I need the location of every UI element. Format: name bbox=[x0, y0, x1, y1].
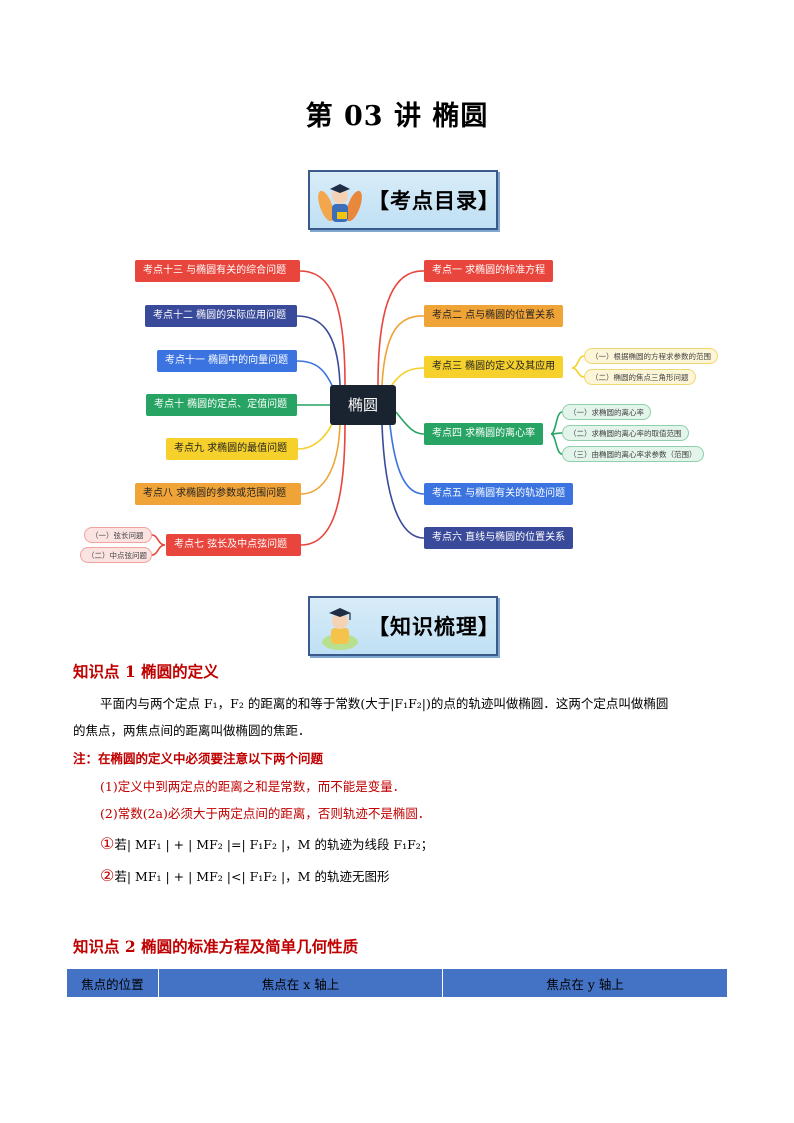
mindmap-sub-4-3: （三）由椭圆的离心率求参数（范围） bbox=[562, 446, 704, 462]
mindmap-center-node: 椭圆 bbox=[330, 385, 396, 425]
mindmap-node-topic-8: 考点八 求椭圆的参数或范围问题 bbox=[135, 483, 301, 505]
toc-banner: 【考点目录】 bbox=[308, 170, 500, 230]
section1-item1: (1)定义中到两定点的距离之和是常数，而不能是变量． bbox=[100, 779, 406, 794]
mindmap-node-topic-4: 考点四 求椭圆的离心率 bbox=[424, 423, 544, 445]
student-illustration-icon bbox=[318, 184, 362, 222]
page-title: 第 03 讲 椭圆 bbox=[305, 101, 489, 132]
table-header-cell: 焦点在 x 轴上 bbox=[157, 968, 444, 998]
knowledge-banner: 【知识梳理】 bbox=[308, 596, 500, 656]
case1-text: 若| MF₁ | + | MF₂ |=| F₁F₂ |，M 的轨迹为线段 F₁F… bbox=[114, 837, 434, 852]
section1-heading: 知识点 1 椭圆的定义 bbox=[73, 662, 219, 681]
mindmap-sub-4-1: （一）求椭圆的离心率 bbox=[562, 404, 651, 420]
mindmap-sub-7-1: （一）弦长问题 bbox=[84, 527, 152, 543]
mindmap-node-topic-3: 考点三 椭圆的定义及其应用 bbox=[424, 356, 564, 378]
properties-table: 焦点的位置 焦点在 x 轴上 焦点在 y 轴上 bbox=[66, 968, 728, 998]
section1-para-line1: 平面内与两个定点 F₁，F₂ 的距离的和等于常数(大于|F₁F₂|)的点的轨迹叫… bbox=[100, 696, 669, 711]
section1-case2: ②若| MF₁ | + | MF₂ |<| F₁F₂ |，M 的轨迹无图形 bbox=[100, 862, 389, 890]
mindmap-connectors bbox=[151, 270, 585, 556]
mindmap-node-topic-11: 考点十一 椭圆中的向量问题 bbox=[157, 350, 297, 372]
section1-case1: ①若| MF₁ | + | MF₂ |=| F₁F₂ |，M 的轨迹为线段 F₁… bbox=[100, 830, 433, 858]
mindmap-node-topic-1: 考点一 求椭圆的标准方程 bbox=[424, 260, 554, 282]
graduate-illustration-icon bbox=[322, 608, 358, 650]
mindmap-node-topic-10: 考点十 椭圆的定点、定值问题 bbox=[146, 394, 297, 416]
toc-banner-label: 【考点目录】 bbox=[368, 188, 500, 213]
mindmap-node-topic-5: 考点五 与椭圆有关的轨迹问题 bbox=[424, 483, 574, 505]
table-header-row: 焦点的位置 焦点在 x 轴上 焦点在 y 轴上 bbox=[66, 968, 728, 998]
section1-note: 注：在椭圆的定义中必须要注意以下两个问题 bbox=[73, 751, 324, 766]
mindmap-node-topic-6: 考点六 直线与椭圆的位置关系 bbox=[424, 527, 574, 549]
mindmap-sub-7-2: （二）中点弦问题 bbox=[80, 547, 152, 563]
mindmap-sub-4-2: （二）求椭圆的离心率的取值范围 bbox=[562, 425, 689, 441]
case2-marker: ② bbox=[100, 866, 115, 885]
mindmap-node-topic-7: 考点七 弦长及中点弦问题 bbox=[166, 534, 301, 556]
table-header-cell: 焦点的位置 bbox=[66, 968, 159, 998]
mindmap-sub-3-1: （一）根据椭圆的方程求参数的范围 bbox=[584, 348, 718, 364]
section1-item2: (2)常数(2a)必须大于两定点间的距离，否则轨迹不是椭圆． bbox=[100, 806, 431, 821]
mindmap-sub-3-2: （二）椭圆的焦点三角形问题 bbox=[584, 369, 696, 385]
mindmap-node-topic-12: 考点十二 椭圆的实际应用问题 bbox=[145, 305, 297, 327]
case2-text: 若| MF₁ | + | MF₂ |<| F₁F₂ |，M 的轨迹无图形 bbox=[114, 869, 390, 884]
mindmap-node-topic-9: 考点九 求椭圆的最值问题 bbox=[166, 438, 298, 460]
section1-para-line2: 的焦点，两焦点间的距离叫做椭圆的焦距． bbox=[73, 723, 311, 738]
knowledge-banner-label: 【知识梳理】 bbox=[368, 614, 500, 639]
mindmap-node-topic-2: 考点二 点与椭圆的位置关系 bbox=[424, 305, 564, 327]
section2-heading: 知识点 2 椭圆的标准方程及简单几何性质 bbox=[73, 937, 359, 956]
case1-marker: ① bbox=[100, 834, 115, 853]
table-header-cell: 焦点在 y 轴上 bbox=[442, 968, 728, 998]
mindmap-node-topic-13: 考点十三 与椭圆有关的综合问题 bbox=[135, 260, 300, 282]
